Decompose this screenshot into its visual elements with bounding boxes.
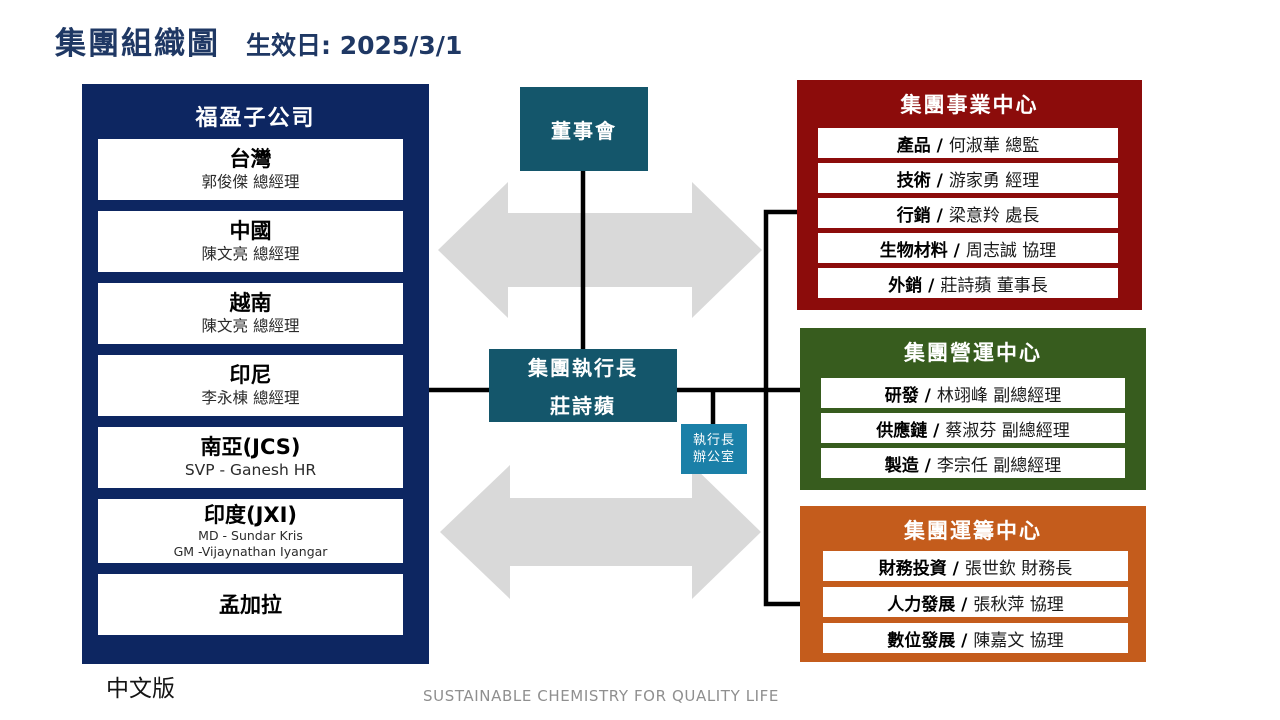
dept-label: 人力發展 / xyxy=(887,594,968,615)
subsidiary-vietnam: 越南 陳文亮 總經理 xyxy=(98,283,403,344)
person-name: 梁意羚 處長 xyxy=(948,205,1040,226)
center-row: 供應鏈 / 蔡淑芬 副總經理 xyxy=(821,413,1125,443)
person-name: 游家勇 經理 xyxy=(948,170,1040,191)
center-row: 外銷 / 莊詩蘋 董事長 xyxy=(818,268,1118,298)
center-row: 研發 / 林翊峰 副總經理 xyxy=(821,378,1125,408)
subsidiary-indonesia: 印尼 李永棟 總經理 xyxy=(98,355,403,416)
subsidiary-india: 印度(JXI) MD - Sundar Kris GM -Vijaynathan… xyxy=(98,499,403,563)
subsidiary-bangladesh: 孟加拉 xyxy=(98,574,403,635)
person-name: 周志誠 協理 xyxy=(965,240,1057,261)
subsidiary-person: 郭俊傑 總經理 xyxy=(201,173,300,191)
operations-center-header: 集團營運中心 xyxy=(904,341,1042,365)
board-label: 董事會 xyxy=(551,118,617,143)
ceo-office-line1: 執行長 xyxy=(692,433,735,448)
ceo-office-box: 執行長 辦公室 xyxy=(681,424,747,474)
dept-label: 研發 / xyxy=(884,385,931,406)
subsidiary-region: 印度(JXI) xyxy=(203,503,297,527)
person-name: 林翊峰 副總經理 xyxy=(936,385,1062,406)
ceo-name: 莊詩蘋 xyxy=(550,394,616,418)
subsidiary-person: SVP - Ganesh HR xyxy=(184,461,317,479)
double-arrow-top xyxy=(438,182,762,318)
dept-label: 供應鏈 / xyxy=(876,420,940,441)
subsidiary-person: 陳文亮 總經理 xyxy=(201,245,300,263)
business-center-panel: 集團事業中心 產品 / 何淑華 總監 技術 / 游家勇 經理 行銷 / 梁意羚 … xyxy=(797,80,1142,310)
dept-label: 外銷 / xyxy=(888,275,935,296)
logistics-center-header: 集團運籌中心 xyxy=(904,519,1042,543)
subsidiary-south-asia: 南亞(JCS) SVP - Ganesh HR xyxy=(98,427,403,488)
subsidiary-region: 台灣 xyxy=(229,147,272,171)
center-row: 財務投資 / 張世欽 財務長 xyxy=(823,551,1128,581)
center-row: 製造 / 李宗任 副總經理 xyxy=(821,448,1125,478)
double-arrow-bottom xyxy=(440,465,761,599)
person-name: 張世欽 財務長 xyxy=(964,558,1073,579)
dept-label: 生物材料 / xyxy=(879,240,960,261)
business-center-header: 集團事業中心 xyxy=(900,93,1039,117)
effective-date: 生效日: 2025/3/1 xyxy=(246,31,463,60)
logistics-center-panel: 集團運籌中心 財務投資 / 張世欽 財務長 人力發展 / 張秋萍 協理 數位發展… xyxy=(800,506,1146,662)
ceo-box: 集團執行長 莊詩蘋 xyxy=(489,349,677,422)
subsidiary-region: 越南 xyxy=(229,291,272,315)
person-name: 陳嘉文 協理 xyxy=(973,630,1064,651)
center-row: 產品 / 何淑華 總監 xyxy=(818,128,1118,158)
person-name: 張秋萍 協理 xyxy=(973,594,1064,615)
subsidiary-region: 南亞(JCS) xyxy=(200,435,301,459)
center-row: 行銷 / 梁意羚 處長 xyxy=(818,198,1118,228)
dept-label: 行銷 / xyxy=(896,205,943,226)
ceo-office-line2: 辦公室 xyxy=(692,450,735,465)
footer-tagline: SUSTAINABLE CHEMISTRY FOR QUALITY LIFE xyxy=(423,687,779,705)
subsidiary-region: 中國 xyxy=(229,219,272,243)
subsidiary-person: 李永棟 總經理 xyxy=(201,389,300,407)
center-row: 數位發展 / 陳嘉文 協理 xyxy=(823,623,1128,653)
board-box: 董事會 xyxy=(520,87,648,171)
center-row: 生物材料 / 周志誠 協理 xyxy=(818,233,1118,263)
subsidiary-person: MD - Sundar Kris xyxy=(198,528,303,543)
dept-label: 財務投資 / xyxy=(878,558,959,579)
subsidiary-person: 陳文亮 總經理 xyxy=(201,317,300,335)
center-row: 人力發展 / 張秋萍 協理 xyxy=(823,587,1128,617)
dept-label: 數位發展 / xyxy=(887,630,968,651)
operations-center-panel: 集團營運中心 研發 / 林翊峰 副總經理 供應鏈 / 蔡淑芬 副總經理 製造 /… xyxy=(800,328,1146,490)
subsidiaries-header: 福盈子公司 xyxy=(195,106,316,131)
dept-label: 技術 / xyxy=(896,170,943,191)
subsidiary-region: 印尼 xyxy=(229,363,272,387)
subsidiary-china: 中國 陳文亮 總經理 xyxy=(98,211,403,272)
person-name: 蔡淑芬 副總經理 xyxy=(945,420,1070,441)
title-row: 集團組織圖 生效日: 2025/3/1 xyxy=(55,18,462,63)
dept-label: 產品 / xyxy=(896,135,943,156)
subsidiary-taiwan: 台灣 郭俊傑 總經理 xyxy=(98,139,403,200)
version-label: 中文版 xyxy=(106,676,175,702)
subsidiaries-panel: 福盈子公司 台灣 郭俊傑 總經理 中國 陳文亮 總經理 越南 陳文亮 總經理 印… xyxy=(82,84,429,664)
person-name: 何淑華 總監 xyxy=(948,135,1040,156)
page-title: 集團組織圖 xyxy=(55,26,220,62)
center-row: 技術 / 游家勇 經理 xyxy=(818,163,1118,193)
person-name: 李宗任 副總經理 xyxy=(936,455,1062,476)
dept-label: 製造 / xyxy=(884,455,931,476)
person-name: 莊詩蘋 董事長 xyxy=(940,275,1048,296)
subsidiary-person-2: GM -Vijaynathan Iyangar xyxy=(173,544,328,559)
ceo-title: 集團執行長 xyxy=(528,356,638,380)
centers-branch-line xyxy=(763,209,802,607)
subsidiary-region: 孟加拉 xyxy=(219,592,282,617)
